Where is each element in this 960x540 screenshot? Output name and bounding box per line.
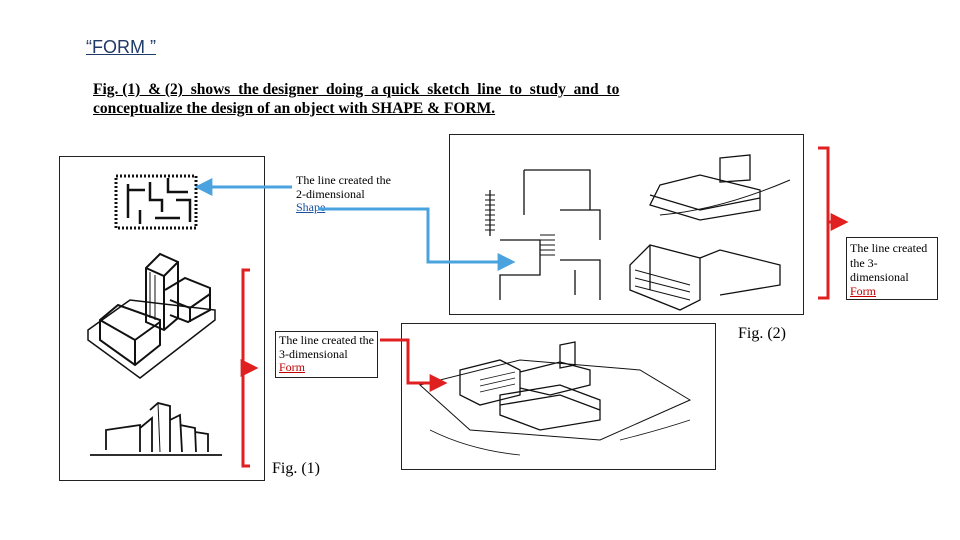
red-bracket-left (240, 268, 259, 468)
shape-note-keyword: Shape (296, 200, 326, 214)
figure-3-sketch (418, 341, 692, 456)
form-note-right-text: The line created the 3-dimensional (850, 241, 928, 284)
intro-line-2: conceptualize the design of an object wi… (93, 100, 496, 117)
intro-line-1: Fig. (1) & (2) shows the designer doing … (93, 81, 620, 98)
figure-3-box (401, 323, 716, 470)
slide-title: “FORM ” (86, 37, 156, 57)
intro-paragraph: Fig. (1) & (2) shows the designer doing … (93, 80, 693, 118)
figure-2-box (449, 134, 804, 315)
form-note-left: The line created the 3-dimensional Form (275, 331, 378, 378)
blue-arrow-fig2 (318, 207, 516, 271)
form-note-left-keyword: Form (279, 360, 306, 374)
floor-plan-sketch (114, 174, 198, 230)
elevation-sketch (90, 402, 222, 456)
form-note-right-keyword: Form (850, 283, 877, 298)
fig-2-label: Fig. (2) (738, 325, 786, 342)
shape-note: The line created the 2-dimensional Shape (296, 173, 396, 215)
figure-2-sketch (485, 154, 791, 311)
form-note-left-text: The line created the 3-dimensional (279, 333, 374, 361)
red-arrow-fig3 (380, 338, 448, 392)
blocks-3d-sketch (87, 252, 216, 379)
shape-note-text: The line created the 2-dimensional (296, 173, 391, 201)
fig-1-label: Fig. (1) (272, 460, 320, 477)
form-note-right: The line created the 3-dimensional Form (846, 237, 938, 300)
red-bracket-right (818, 146, 849, 300)
